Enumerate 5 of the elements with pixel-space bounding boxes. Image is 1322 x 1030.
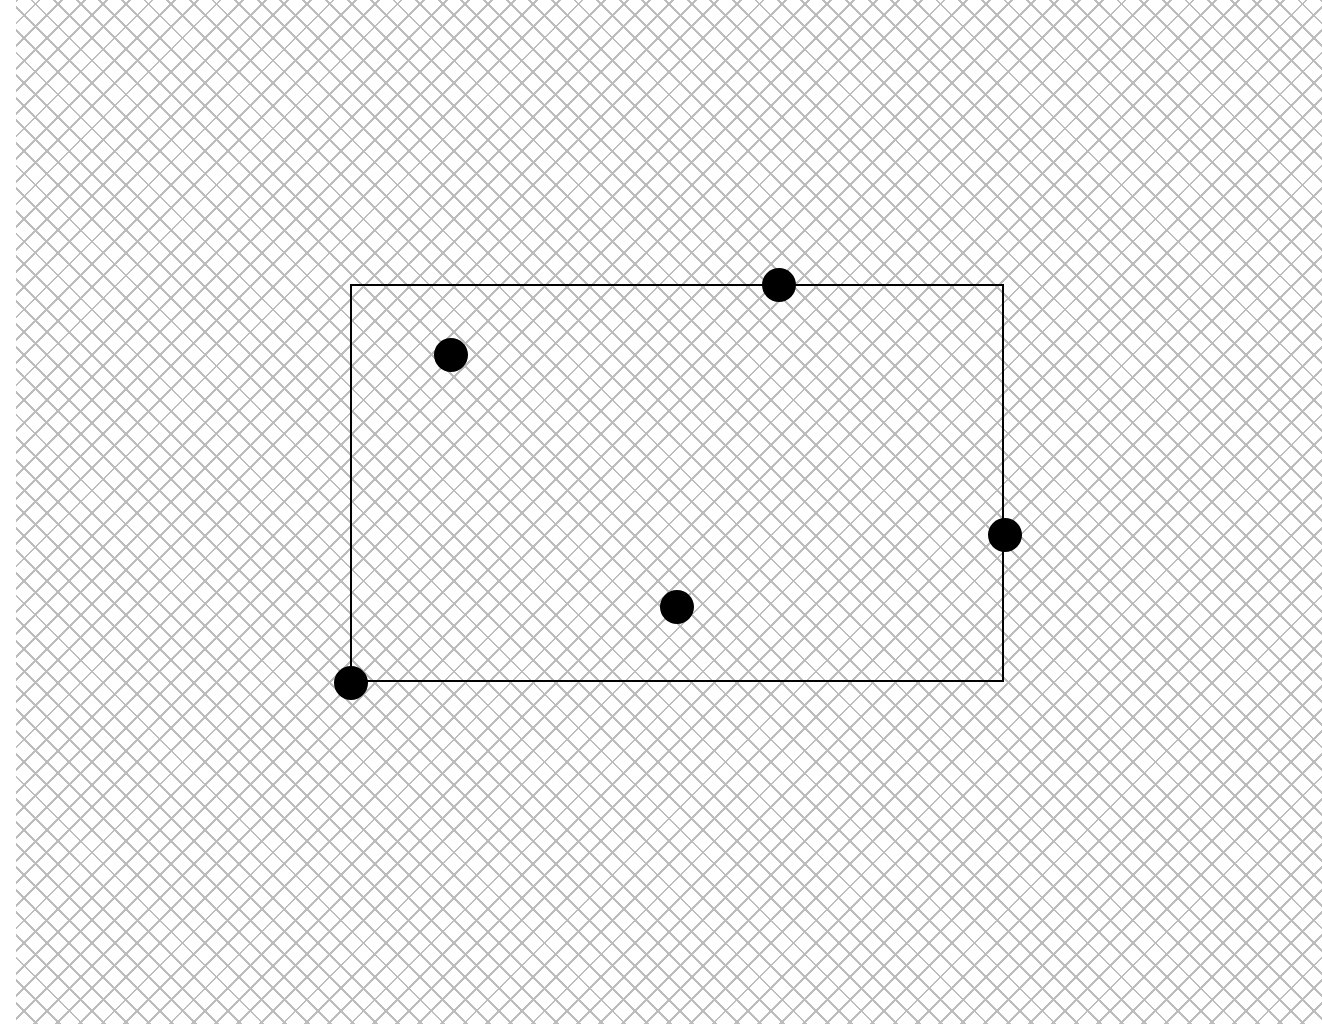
dot (761, 267, 795, 301)
dot (987, 517, 1021, 551)
dot (660, 590, 694, 624)
dot (434, 338, 468, 372)
dot (333, 665, 367, 699)
